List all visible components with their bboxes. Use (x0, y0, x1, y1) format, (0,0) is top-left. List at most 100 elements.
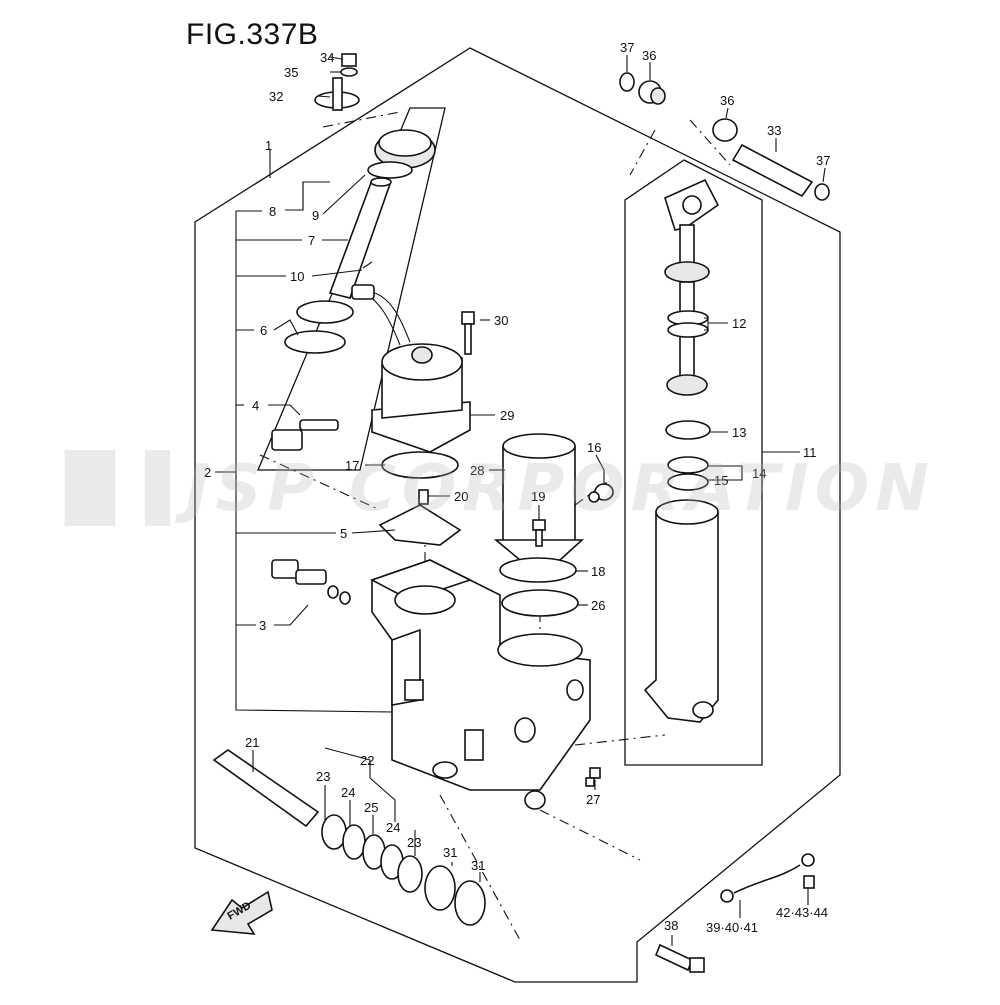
terminal-b (801, 853, 815, 867)
alignment-line (259, 454, 381, 511)
circlip-37a (619, 72, 635, 92)
callout-24a: 24 (341, 785, 355, 800)
washer-35 (340, 67, 358, 77)
callout-37a: 37 (620, 40, 634, 55)
callout-36a: 36 (642, 48, 656, 63)
callout-39-40-41: 39·40·41 (706, 920, 758, 935)
bolt-34 (341, 53, 357, 67)
callout-28: 28 (470, 463, 484, 478)
fwd-arrow-icon: FWD (210, 890, 273, 935)
callout-17: 17 (345, 458, 359, 473)
washer-31a (424, 865, 456, 911)
alignment-line (629, 129, 656, 176)
leader-lines (215, 55, 826, 946)
screw-27 (585, 767, 601, 787)
callout-38: 38 (664, 918, 678, 933)
callout-32: 32 (269, 89, 283, 104)
alignment-line (539, 809, 641, 861)
alignment-line (322, 111, 401, 128)
bolt-30 (461, 311, 475, 355)
callout-13: 13 (732, 425, 746, 440)
ring-14 (667, 456, 709, 474)
callout-22: 22 (360, 753, 374, 768)
callout-29: 29 (500, 408, 514, 423)
callout-26: 26 (591, 598, 605, 613)
callout-35: 35 (284, 65, 298, 80)
plug-16 (588, 483, 614, 503)
ground-wire-39 (733, 864, 801, 894)
ring-26 (501, 589, 579, 617)
o-ring-17 (381, 451, 459, 479)
washer-31b (454, 880, 486, 926)
callout-31a: 31 (443, 845, 457, 860)
callout-1: 1 (265, 138, 272, 153)
callout-37b: 37 (816, 153, 830, 168)
terminal-a (720, 889, 734, 903)
callout-30: 30 (494, 313, 508, 328)
plate-32 (314, 77, 360, 111)
callout-11: 11 (803, 445, 817, 460)
o-ring-9 (367, 161, 413, 179)
callout-15: 15 (714, 473, 728, 488)
callout-18: 18 (591, 564, 605, 579)
tube-top (370, 177, 392, 187)
seal-24a (342, 824, 366, 860)
alignment-line (439, 794, 521, 941)
shaft-33 (731, 143, 814, 198)
callout-23b: 23 (407, 835, 421, 850)
bushing-36a (638, 80, 666, 105)
callout-25: 25 (364, 800, 378, 815)
alignment-line (574, 734, 666, 746)
callout-14: 14 (752, 466, 766, 481)
callout-34: 34 (320, 50, 334, 65)
callout-3: 3 (259, 618, 266, 633)
motor-29 (351, 284, 471, 453)
callout-24b: 24 (386, 820, 400, 835)
callout-4: 4 (252, 398, 259, 413)
alignment-line (574, 479, 611, 506)
seal-12b (667, 322, 709, 338)
valve-4 (271, 419, 339, 451)
reservoir-seat (497, 633, 583, 667)
callout-7: 7 (308, 233, 315, 248)
cylinder-rod (664, 178, 720, 396)
callout-8: 8 (269, 204, 276, 219)
reservoir-cap-8 (374, 129, 436, 169)
assembly-frame (194, 47, 841, 983)
callout-5: 5 (340, 526, 347, 541)
callout-6: 6 (260, 323, 267, 338)
callout-9: 9 (312, 208, 319, 223)
tube-7 (328, 179, 392, 299)
pin-10 (362, 261, 373, 269)
callout-27: 27 (586, 792, 600, 807)
seal-23b (397, 855, 423, 893)
o-ring-15 (667, 473, 709, 491)
screw-20 (418, 489, 429, 505)
callout-33: 33 (767, 123, 781, 138)
callout-19: 19 (531, 489, 545, 504)
callout-36b: 36 (720, 93, 734, 108)
callout-10: 10 (290, 269, 304, 284)
callout-21: 21 (245, 735, 259, 750)
plate-5 (378, 504, 462, 546)
piston-13 (665, 420, 711, 440)
o-ring-18 (499, 557, 577, 583)
callouts: 34 35 32 1 8 9 7 10 6 4 2 5 3 30 29 17 2… (204, 40, 830, 935)
alignment-line (689, 119, 731, 166)
bolt-42 (803, 875, 815, 889)
callout-12: 12 (732, 316, 746, 331)
cylinder-frame (624, 159, 763, 766)
callout-31b: 31 (471, 858, 485, 873)
callout-16: 16 (587, 440, 601, 455)
valve-3 (271, 559, 351, 605)
callout-20: 20 (454, 489, 468, 504)
o-ring-6a (296, 300, 354, 324)
callout-2: 2 (204, 465, 211, 480)
callout-23a: 23 (316, 769, 330, 784)
callout-42-43-44: 42·43·44 (776, 905, 828, 920)
shaft-21 (212, 749, 320, 828)
bushing-36b (712, 118, 738, 142)
o-ring-6b (284, 330, 346, 354)
